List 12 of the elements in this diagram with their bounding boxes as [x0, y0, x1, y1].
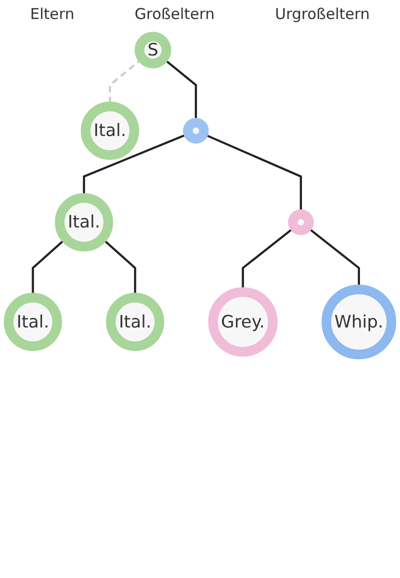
node-circle: Ital.: [106, 292, 164, 352]
node-circle: [183, 118, 209, 144]
node-circle: Whip.: [322, 284, 396, 360]
node-circle: Ital.: [80, 102, 140, 160]
generation-label: Eltern: [30, 5, 74, 23]
node-circle: Ital.: [54, 193, 114, 252]
node-circle: [288, 209, 314, 236]
node-circle: Grey.: [208, 287, 278, 357]
node-circle: Ital.: [4, 292, 62, 352]
generation-label: Großeltern: [134, 5, 215, 23]
generation-label: Urgroßeltern: [275, 5, 370, 23]
node-circle: S: [134, 32, 172, 68]
